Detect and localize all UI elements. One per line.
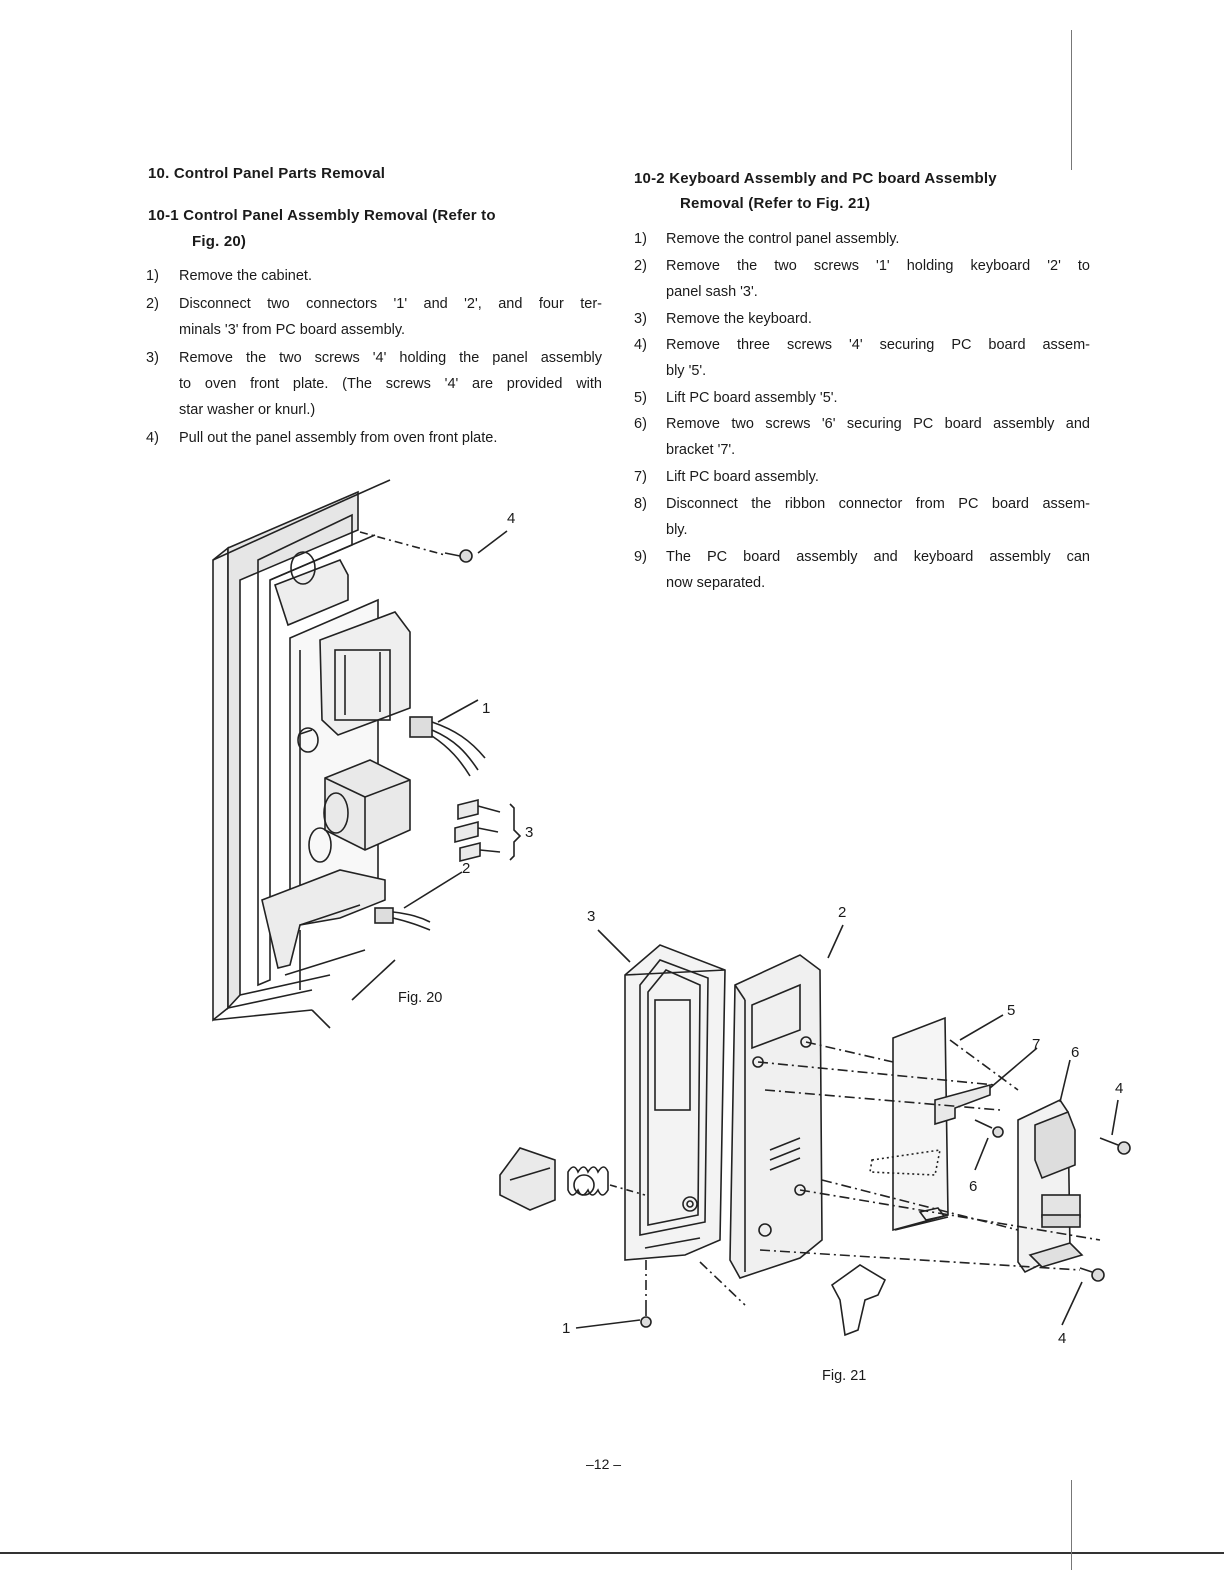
subsection-10-2-title-cont: Removal (Refer to Fig. 21): [680, 195, 871, 212]
right-step-7-text: Lift PC board assembly.: [666, 469, 819, 485]
fig20-callout-4: 4: [507, 510, 516, 527]
right-step-5-text: Lift PC board assembly '5'.: [666, 390, 838, 406]
right-step-9-text-line1: The PC board assembly and keyboard assem…: [666, 549, 1090, 565]
right-step-3-text: Remove the keyboard.: [666, 311, 812, 327]
left-step-3-number: 3): [146, 350, 159, 366]
right-step-5-number: 5): [634, 390, 647, 406]
fig20-callout-2: 2: [462, 860, 471, 877]
fig21-callout-4-bottom: 4: [1058, 1330, 1067, 1347]
fig21-callout-7: 7: [1032, 1036, 1041, 1053]
left-step-1-text: Remove the cabinet.: [179, 268, 312, 284]
fig21-callout-3: 3: [587, 908, 596, 925]
right-step-7-number: 7): [634, 469, 647, 485]
subsection-10-1-title-cont: Fig. 20): [192, 233, 247, 250]
fig20-callout-1: 1: [482, 700, 491, 717]
right-step-1-text: Remove the control panel assembly.: [666, 231, 900, 247]
fig21-callout-4-top: 4: [1115, 1080, 1124, 1097]
right-step-4-text-line2: bly '5'.: [666, 363, 707, 379]
fig21-callout-2: 2: [838, 904, 847, 921]
right-step-8-text-line1: Disconnect the ribbon connector from PC …: [666, 496, 1090, 512]
right-step-6-text-line2: bracket '7'.: [666, 442, 736, 458]
page-bottom-rule: [0, 1552, 1224, 1554]
right-step-9-text-line2: now separated.: [666, 575, 766, 591]
right-step-4-number: 4): [634, 337, 647, 353]
right-step-1-number: 1): [634, 231, 647, 247]
right-step-2-number: 2): [634, 258, 647, 274]
fig20-callout-3: 3: [525, 824, 534, 841]
fig21-callout-6: 6: [969, 1178, 978, 1195]
fig21-callout-5: 5: [1007, 1002, 1016, 1019]
right-step-8-text-line2: bly.: [666, 522, 688, 538]
section-title: 10. Control Panel Parts Removal: [148, 165, 386, 182]
left-step-3-text-line2: to oven front plate. (The screws '4' are…: [179, 376, 602, 392]
left-step-4-number: 4): [146, 430, 159, 446]
subsection-10-2-title: 10-2 Keyboard Assembly and PC board Asse…: [634, 170, 997, 187]
left-step-2-number: 2): [146, 296, 159, 312]
left-step-1-number: 1): [146, 268, 159, 284]
right-step-9-number: 9): [634, 549, 647, 565]
figure-21-caption: Fig. 21: [822, 1368, 867, 1384]
right-step-6-text-line1: Remove two screws '6' securing PC board …: [666, 416, 1090, 432]
right-step-8-number: 8): [634, 496, 647, 512]
scan-edge-line-lower: [1071, 1480, 1072, 1570]
left-step-3-text-line3: star washer or knurl.): [179, 402, 316, 418]
fig21-callout-1: 1: [562, 1320, 571, 1337]
right-step-2-text-line1: Remove the two screws '1' holding keyboa…: [666, 258, 1090, 274]
left-step-2-text-line2: minals '3' from PC board assembly.: [179, 322, 406, 338]
scan-edge-line: [1071, 30, 1072, 170]
left-step-2-text-line1: Disconnect two connectors '1' and '2', a…: [179, 296, 602, 312]
left-step-3-text-line1: Remove the two screws '4' holding the pa…: [179, 350, 602, 366]
figure-20-caption: Fig. 20: [398, 990, 443, 1006]
right-step-2-text-line2: panel sash '3'.: [666, 284, 758, 300]
subsection-10-1-title: 10-1 Control Panel Assembly Removal (Ref…: [148, 207, 496, 224]
right-step-6-number: 6): [634, 416, 647, 432]
left-step-4-text: Pull out the panel assembly from oven fr…: [179, 430, 498, 446]
right-step-4-text-line1: Remove three screws '4' securing PC boar…: [666, 337, 1090, 353]
right-step-3-number: 3): [634, 311, 647, 327]
fig21-callout-6-top: 6: [1071, 1044, 1080, 1061]
page-number: –12 –: [586, 1456, 622, 1472]
